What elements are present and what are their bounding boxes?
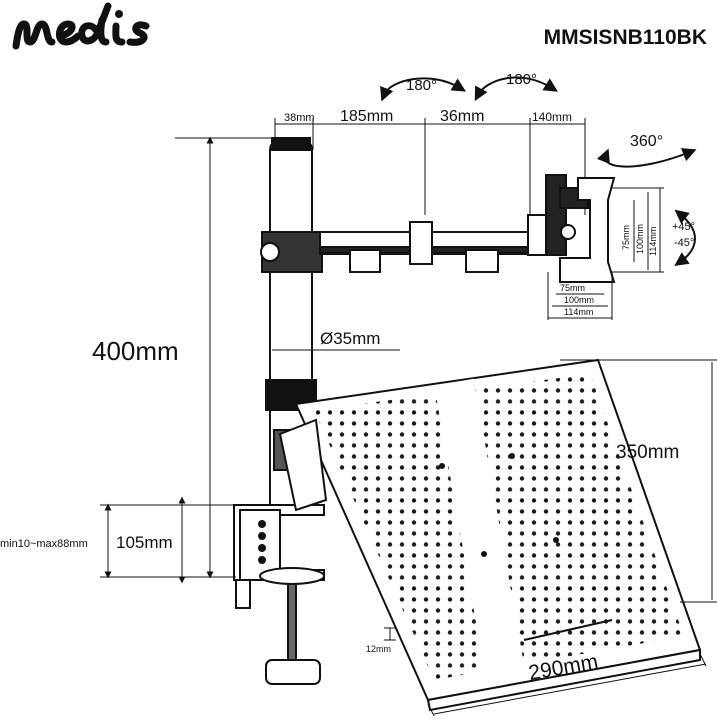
vesa-v-75: 75mm: [621, 225, 631, 250]
rotation-180-label-left: 180°: [406, 77, 437, 94]
vesa-vertical-dims: [612, 187, 664, 273]
vesa-h-100: 100mm: [564, 295, 594, 305]
height-105mm: 105mm: [116, 533, 173, 552]
rotation-180-label-right: 180°: [506, 71, 537, 88]
rotation-arrows: [380, 76, 697, 267]
desk-clamp: [233, 504, 325, 685]
clamp-range: min10~max88mm: [0, 538, 88, 550]
vesa-h-114: 114mm: [564, 307, 593, 317]
dim-140mm: 140mm: [532, 110, 572, 124]
tray-height-350mm: 350mm: [616, 442, 679, 463]
tilt-plus-label: +45°: [672, 221, 695, 233]
tilt-minus-label: -45°: [674, 237, 694, 249]
pole-diameter: Ø35mm: [320, 329, 380, 348]
model-number: MMSISNB110BK: [543, 26, 707, 49]
nedis-logo: nedis: [12, 2, 150, 50]
dim-185mm: 185mm: [340, 108, 393, 125]
vesa-horizontal-dims: [547, 272, 613, 320]
vesa-v-114: 114mm: [648, 227, 658, 256]
laptop-tray: [278, 358, 702, 712]
dim-38mm: 38mm: [284, 112, 315, 124]
top-dimension: [274, 118, 586, 215]
tray-dimensions: [384, 359, 717, 717]
monitor-arm: [260, 174, 589, 273]
header: nedis MMSISNB110BK: [0, 0, 717, 60]
height-400mm: 400mm: [92, 336, 179, 366]
vesa-plate: [559, 177, 616, 283]
tray-lip-12mm: 12mm: [366, 644, 391, 654]
vesa-h-75: 75mm: [560, 283, 585, 293]
dim-36mm: 36mm: [440, 108, 484, 125]
rotation-360-label: 360°: [630, 133, 663, 150]
clamp-dimensions: [100, 496, 236, 584]
vesa-v-100: 100mm: [635, 224, 645, 254]
